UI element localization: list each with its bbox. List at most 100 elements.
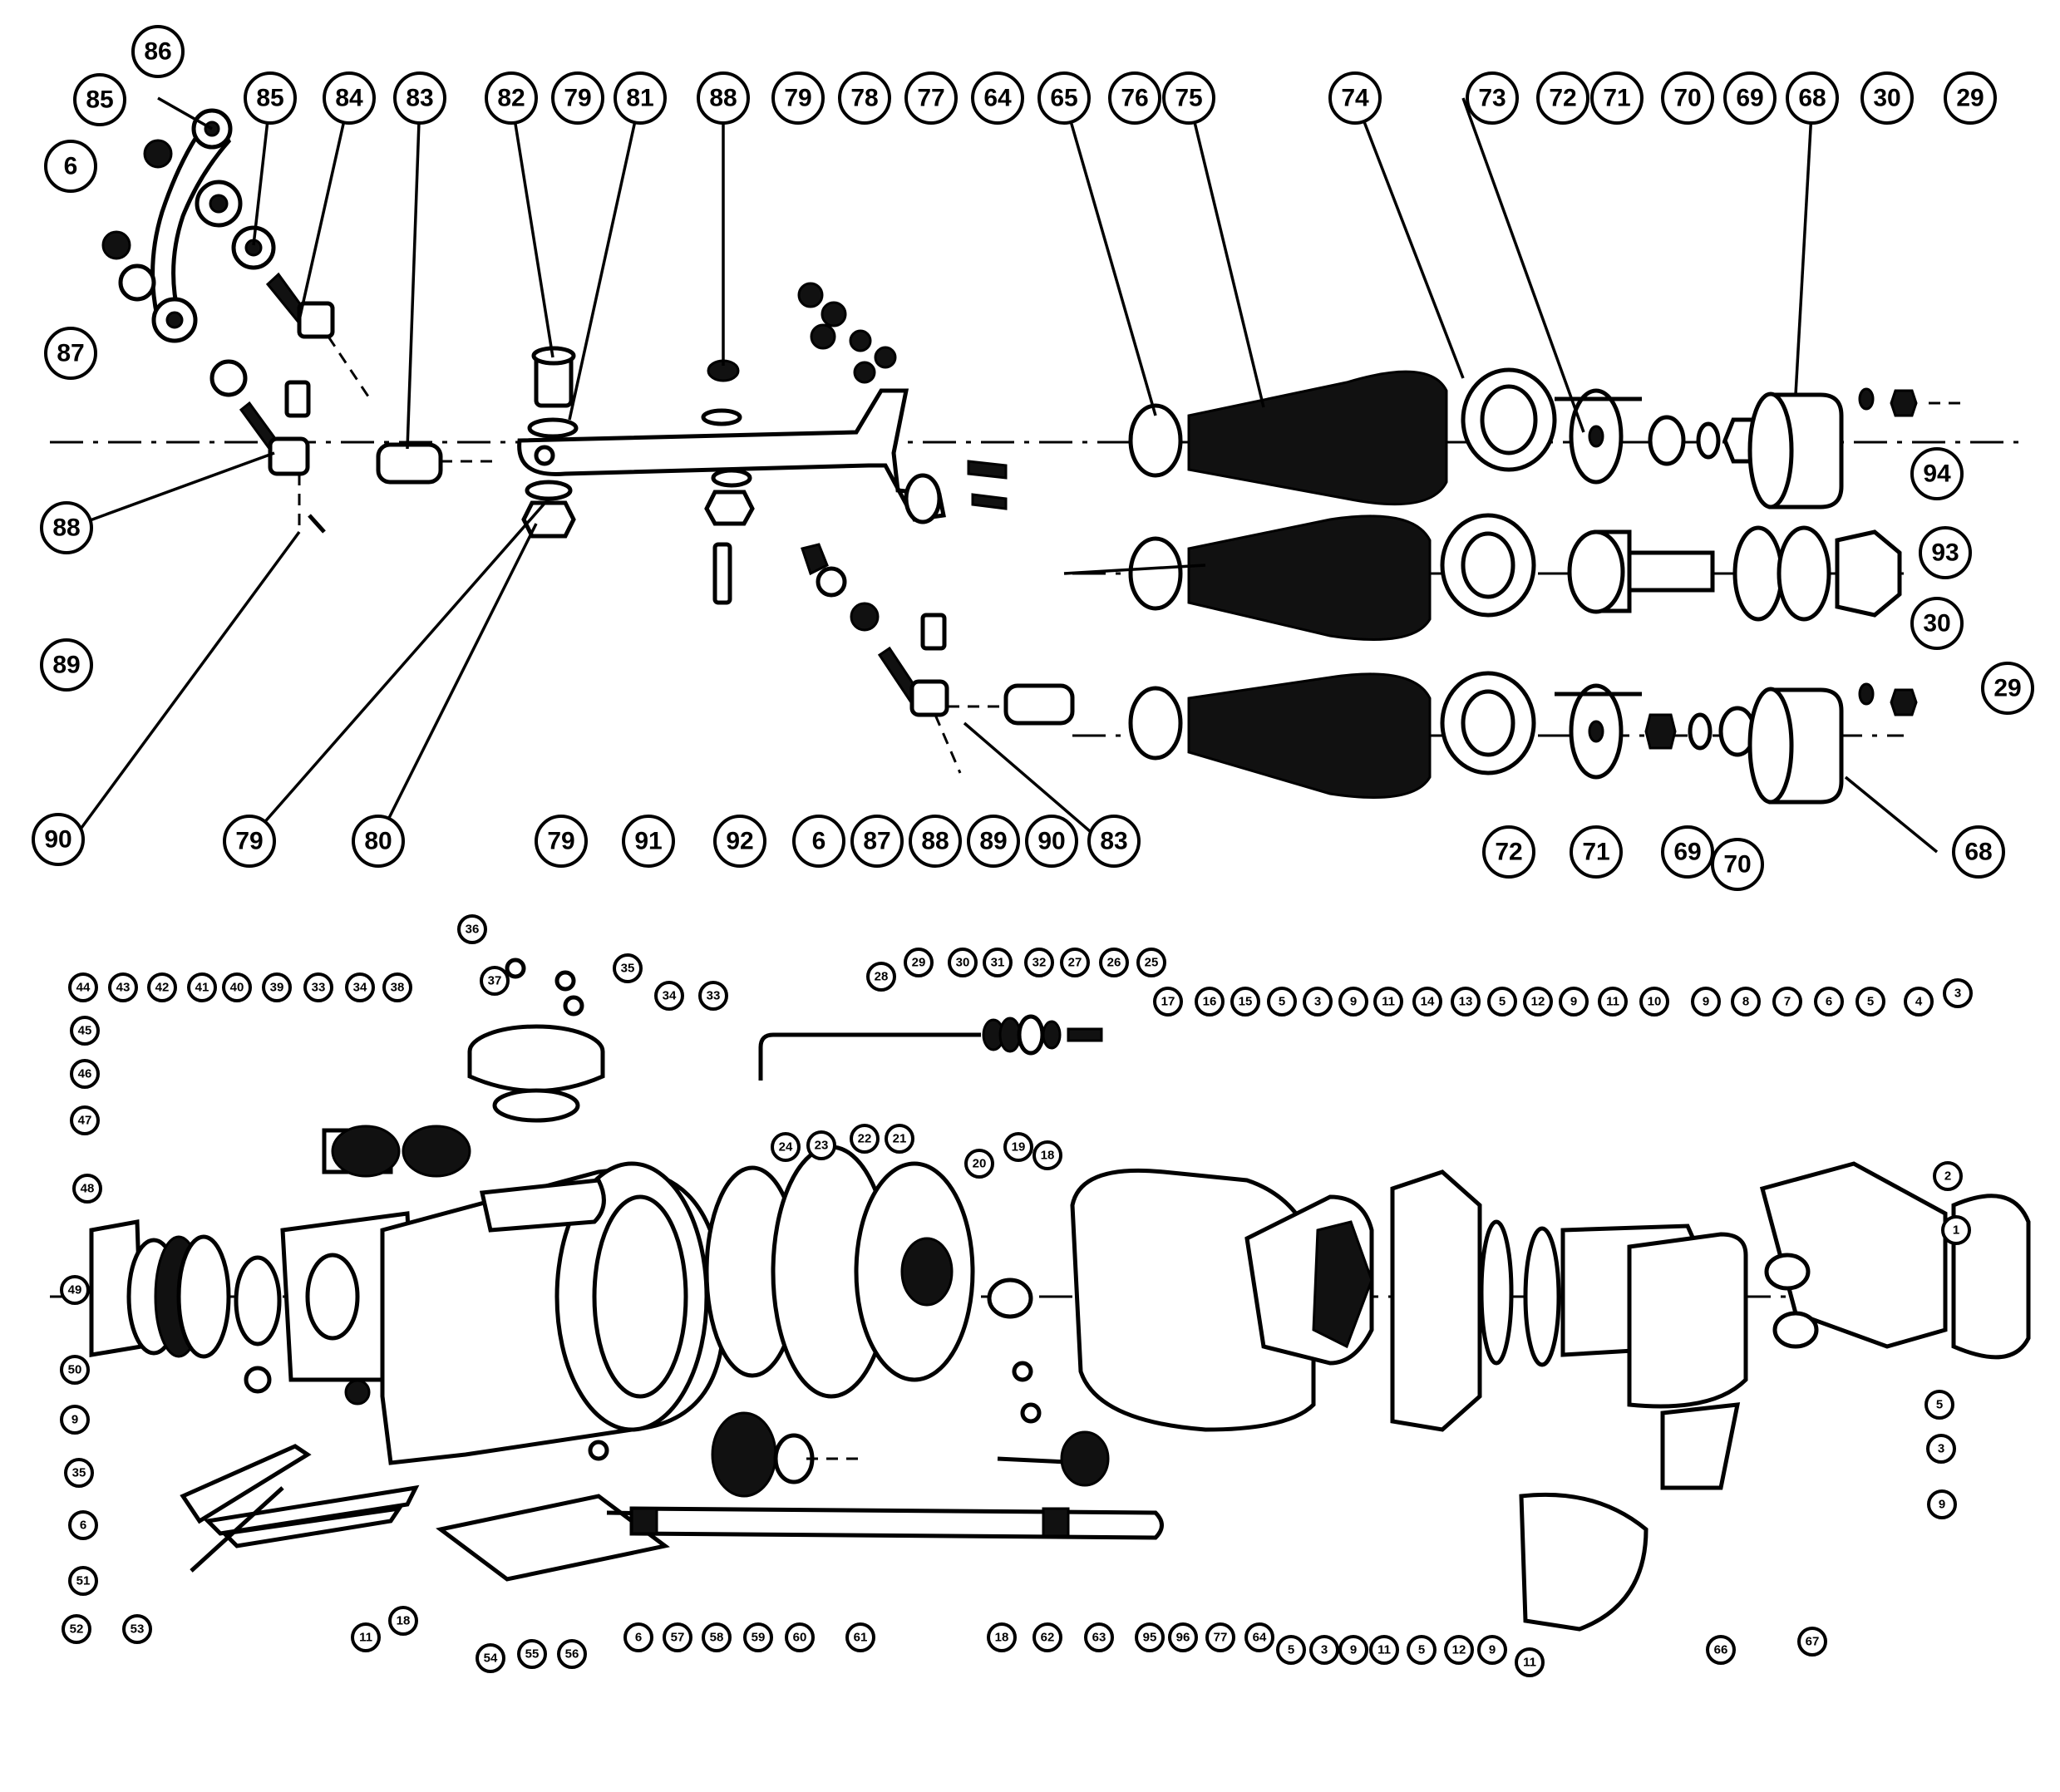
callout-label: 21 <box>893 1132 907 1146</box>
callout-label: 59 <box>752 1631 766 1645</box>
callout-label: 28 <box>875 970 889 984</box>
callout-circle <box>964 1149 994 1179</box>
callout-circle <box>131 25 185 78</box>
callout-circle <box>223 815 276 868</box>
callout-circle <box>351 1622 381 1652</box>
callout-bottom-38: 38 <box>382 972 412 1002</box>
callout-circle <box>1451 987 1481 1017</box>
callout-label: 29 <box>1956 85 1984 112</box>
callout-circle <box>1786 71 1839 125</box>
callout-label: 6 <box>1826 995 1832 1009</box>
callout-circle <box>1087 815 1141 868</box>
callout-circle <box>1933 1161 1963 1191</box>
callout-circle <box>654 981 684 1011</box>
callout-label: 71 <box>1582 839 1609 866</box>
callout-bottom-55: 55 <box>517 1639 547 1669</box>
callout-label: 30 <box>956 956 970 970</box>
callout-bottom-24: 24 <box>771 1132 801 1162</box>
callout-label: 18 <box>1041 1149 1055 1163</box>
callout-label: 36 <box>466 923 480 937</box>
callout-label: 34 <box>663 989 677 1003</box>
callout-bottom-54: 54 <box>476 1643 505 1673</box>
callout-bottom-8: 8 <box>1731 987 1761 1017</box>
callout-circle <box>32 813 85 866</box>
callout-label: 87 <box>57 340 84 367</box>
callout-label: 11 <box>1606 995 1619 1009</box>
callout-label: 60 <box>793 1631 807 1645</box>
callout-top-87: 87 <box>44 327 97 380</box>
callout-label: 89 <box>52 652 80 679</box>
callout-bottom-11: 11 <box>1373 987 1403 1017</box>
callout-label: 80 <box>364 828 392 855</box>
callout-circle <box>702 1622 732 1652</box>
callout-bottom-63: 63 <box>1084 1622 1114 1652</box>
callout-label: 35 <box>72 1466 86 1480</box>
callout-label: 9 <box>1570 995 1577 1009</box>
callout-circle <box>1303 987 1333 1017</box>
callout-label: 24 <box>779 1140 793 1154</box>
callout-top-69: 69 <box>1661 825 1714 879</box>
callout-bottom-59: 59 <box>743 1622 773 1652</box>
callout-bottom-35: 35 <box>613 953 643 983</box>
callout-circle <box>1338 987 1368 1017</box>
callout-bottom-17: 17 <box>1153 987 1183 1017</box>
callout-label: 67 <box>1806 1635 1820 1649</box>
callout-label: 54 <box>484 1652 498 1666</box>
callout-bottom-67: 67 <box>1797 1627 1827 1657</box>
right-stack-row2 <box>1567 525 1902 622</box>
callout-label: 42 <box>155 981 170 995</box>
callout-circle <box>187 972 217 1002</box>
callout-bottom-27: 27 <box>1060 948 1090 977</box>
callout-top-72: 72 <box>1482 825 1535 879</box>
callout-label: 18 <box>995 1631 1009 1645</box>
callout-bottom-52: 52 <box>62 1614 91 1644</box>
callout-circle <box>1003 1132 1033 1162</box>
callout-bottom-15: 15 <box>1230 987 1260 1017</box>
callout-top-73: 73 <box>1466 71 1519 125</box>
callout-label: 29 <box>1993 675 2021 702</box>
callout-bottom-56: 56 <box>557 1639 587 1669</box>
callout-label: 33 <box>312 981 326 995</box>
callout-circle <box>40 501 93 554</box>
callout-bottom-66: 66 <box>1706 1635 1736 1665</box>
callout-circle <box>909 815 962 868</box>
callout-circle <box>480 966 510 996</box>
callout-circle <box>1910 597 1964 650</box>
callout-label: 68 <box>1964 839 1992 866</box>
callout-label: 10 <box>1648 995 1662 1009</box>
callout-circle <box>1691 987 1721 1017</box>
callout-circle <box>476 1643 505 1673</box>
callout-label: 6 <box>812 828 826 855</box>
callout-label: 77 <box>917 85 944 112</box>
callout-bottom-5: 5 <box>1924 1390 1954 1420</box>
callout-label: 48 <box>81 1182 95 1196</box>
callout-label: 39 <box>270 981 284 995</box>
callout-circle <box>967 815 1020 868</box>
callout-label: 95 <box>1143 1631 1157 1645</box>
callout-bottom-35: 35 <box>64 1458 94 1488</box>
callout-circle <box>1338 1635 1368 1665</box>
callout-label: 3 <box>1938 1442 1944 1456</box>
callout-circle <box>1136 948 1166 977</box>
callout-circle <box>244 71 297 125</box>
callout-bottom-32: 32 <box>1024 948 1054 977</box>
callout-top-80: 80 <box>352 815 405 868</box>
callout-circle <box>948 948 978 977</box>
callout-label: 88 <box>921 828 949 855</box>
callout-label: 38 <box>391 981 405 995</box>
callout-label: 25 <box>1145 956 1159 970</box>
callout-bottom-45: 45 <box>70 1016 100 1046</box>
callout-circle <box>457 914 487 944</box>
callout-circle <box>771 1132 801 1162</box>
callout-top-89: 89 <box>40 638 93 692</box>
lower-linkage <box>801 543 1075 774</box>
callout-label: 15 <box>1239 995 1253 1009</box>
callout-label: 14 <box>1421 995 1435 1009</box>
callout-circle <box>1099 948 1129 977</box>
callout-label: 17 <box>1161 995 1175 1009</box>
callout-label: 72 <box>1549 85 1576 112</box>
callout-circle <box>1444 1635 1474 1665</box>
central-housing <box>704 1145 1514 1432</box>
